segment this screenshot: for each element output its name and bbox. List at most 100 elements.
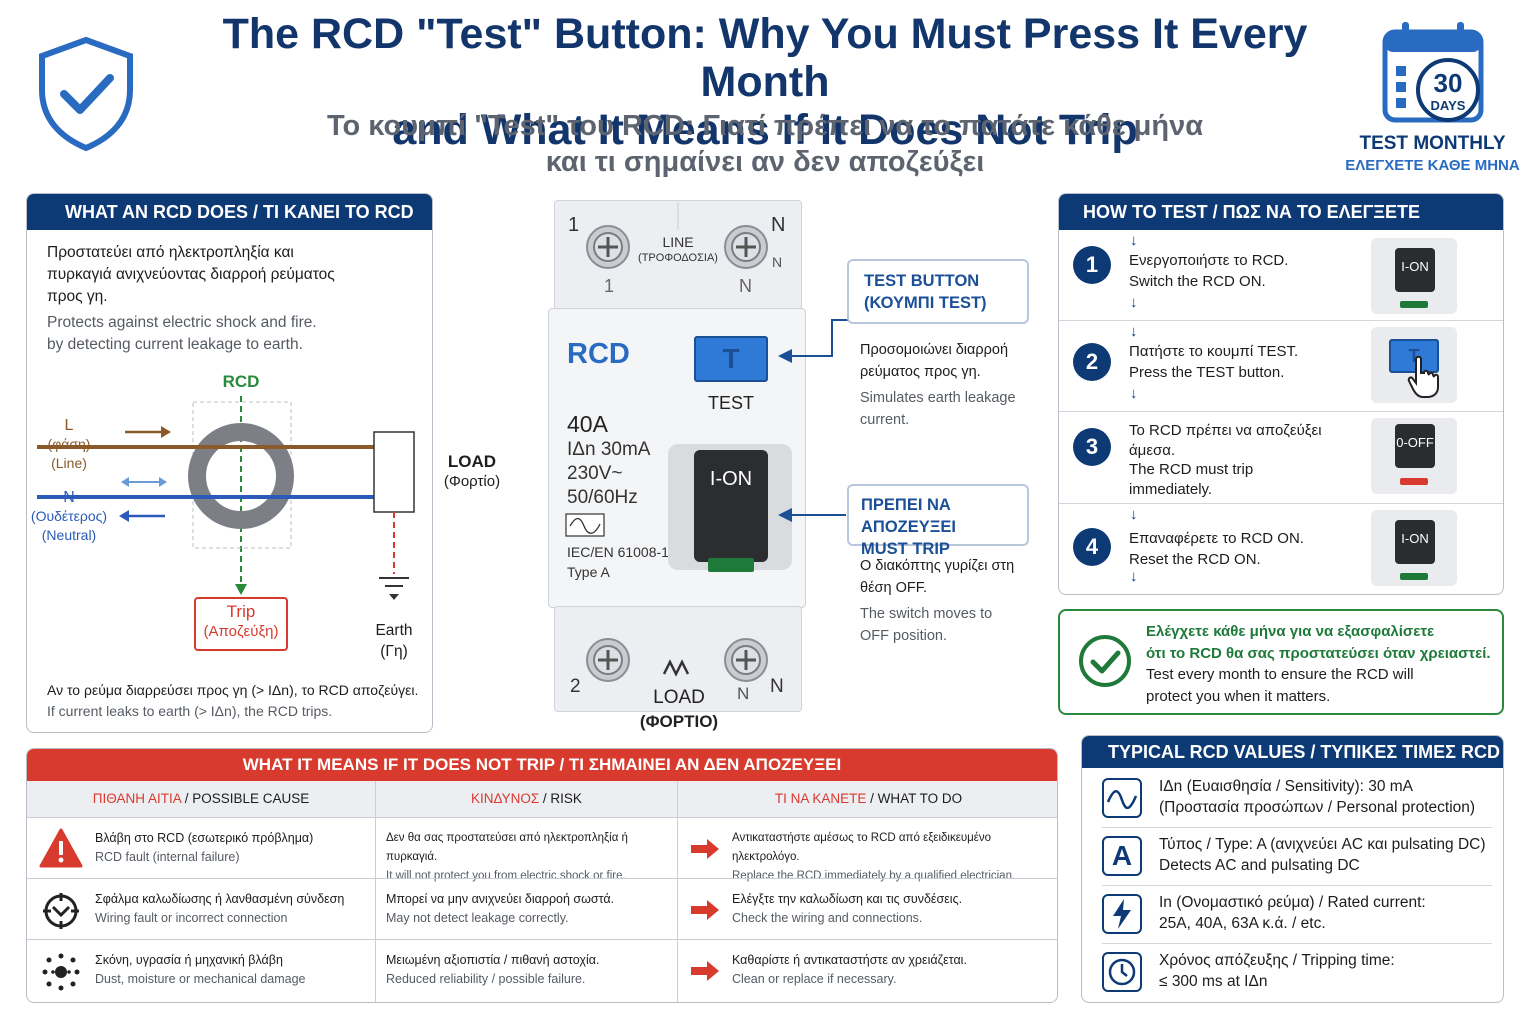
- step-1-switch: I-ON: [1395, 248, 1435, 292]
- value-current-l2: 25A, 40A, 63A κ.ά. / etc.: [1159, 915, 1326, 932]
- trip-callout-title-2: MUST TRIP: [861, 540, 950, 558]
- what-rcd-does-heading: WHAT AN RCD DOES / ΤΙ ΚΑΝΕΙ ΤΟ RCD: [27, 194, 432, 230]
- device-standard: IEC/EN 61008-1 Type A: [567, 542, 669, 582]
- test-callout-en-2: current.: [860, 412, 910, 428]
- action-en: Clean or replace if necessary.: [732, 972, 897, 986]
- test-callout-gr-2: ρεύματος προς γη.: [860, 364, 981, 380]
- step-2-arrow-top: ↓: [1130, 323, 1138, 340]
- how-to-test-heading: HOW TO TEST / ΠΩΣ ΝΑ ΤΟ ΕΛΕΓΞΕΤΕ: [1059, 194, 1503, 230]
- typical-values-panel: TYPICAL RCD VALUES / ΤΥΠΙΚΕΣ ΤΙΜΕΣ RCD I…: [1081, 735, 1504, 1003]
- diagram-n-en: (Neutral): [41, 527, 97, 543]
- diagram-neutral-label: N (Ουδέτερος) (Neutral): [27, 488, 111, 545]
- action-gr: Αντικαταστήστε αμέσως το RCD από εξειδικ…: [732, 832, 992, 863]
- risk-gr: Μειωμένη αξιοπιστία / πιθανή αστοχία.: [386, 953, 600, 967]
- diagram-earth-label: Earth (Γη): [367, 620, 421, 662]
- step-4-indicator: [1400, 573, 1428, 580]
- test-button[interactable]: T: [694, 336, 768, 382]
- step-3-en: The RCD must trip: [1129, 461, 1254, 478]
- red-arrow-icon: [691, 961, 719, 981]
- trip-callout-en-2: OFF position.: [860, 628, 948, 644]
- action-en: Replace the RCD immediately by a qualifi…: [732, 870, 1016, 882]
- value-type-l2: Detects AC and pulsating DC: [1159, 857, 1360, 874]
- check-gr-2: ότι το RCD θα σας προστατεύσει όταν χρει…: [1146, 644, 1491, 662]
- device-sensitivity: IΔn 30mA: [567, 439, 651, 460]
- device-line-gr: (ΤΡΟΦΟΔΟΣΙΑ): [638, 252, 718, 264]
- what-en-line-1: Protects against electric shock and fire…: [47, 314, 317, 331]
- value-row-rated-current: In (Ονομαστικό ρεύμα) / Rated current: 2…: [1102, 886, 1492, 944]
- device-top-n-small: N: [772, 254, 783, 270]
- diagram-load: LOAD: [447, 452, 497, 471]
- subtitle-line-2: και τι σημαίνει αν δεν αποζεύξει: [545, 146, 985, 178]
- check-gr-1: Ελέγχετε κάθε μήνα για να εξασφαλίσετε: [1146, 623, 1435, 640]
- risk-cell: Μπορεί να μην ανιχνεύει διαρροή σωστά. M…: [376, 879, 678, 941]
- cause-en: RCD fault (internal failure): [95, 850, 240, 864]
- shield-check-icon: [39, 36, 133, 152]
- what-gr-line-1: Προστατεύει από ηλεκτροπληξία και: [47, 244, 294, 261]
- main-switch[interactable]: I-ON: [694, 450, 768, 562]
- step-1-arrow-bottom: ↓: [1130, 294, 1138, 311]
- table-row: Βλάβη στο RCD (εσωτερικό πρόβλημα) RCD f…: [27, 817, 1057, 882]
- device-rating: 40A: [567, 411, 608, 437]
- device-brand: RCD: [567, 338, 630, 370]
- does-not-trip-table: WHAT IT MEANS IF IT DOES NOT TRIP / ΤΙ Σ…: [26, 748, 1058, 1003]
- what-footer: Αν το ρεύμα διαρρεύσει προς γη (> IΔn), …: [47, 680, 418, 722]
- screw-top-right: [724, 225, 768, 269]
- pointing-hand-icon: [1407, 355, 1439, 398]
- test-callout-title-2: (ΚΟΥΜΠΙ TEST): [864, 294, 987, 312]
- step-2: ↓ 2 Πατήστε το κουμπί TEST. Press the TE…: [1059, 321, 1503, 412]
- wiring-icon: [43, 893, 79, 929]
- cause-cell: Σφάλμα καλωδίωσης ή λανθασμένη σύνδεση W…: [95, 879, 376, 941]
- col-head-cause-gr: ΠΙΘΑΝΗ ΑΙΤΙΑ: [92, 791, 181, 806]
- value-time-text: Χρόνος απόζευξης / Tripping time: ≤ 300 …: [1159, 950, 1395, 992]
- cause-cell: Βλάβη στο RCD (εσωτερικό πρόβλημα) RCD f…: [95, 818, 376, 880]
- device-ratings: 40A IΔn 30mA 230V~ 50/60Hz: [567, 410, 650, 510]
- what-foot-gr: Αν το ρεύμα διαρρεύσει προς γη (> IΔn), …: [47, 682, 419, 698]
- screw-bottom-right: [724, 638, 768, 682]
- title-line-1: The RCD "Test" Button: Why You Must Pres…: [222, 10, 1308, 106]
- red-arrow-icon: [691, 839, 719, 859]
- what-gr-line-2: πυρκαγιά ανιχνεύοντας διαρροή ρεύματος: [47, 266, 335, 283]
- step-4-arrow-top: ↓: [1130, 506, 1138, 523]
- step-3-text: Το RCD πρέπει να αποζεύξει άμεσα. The RC…: [1129, 421, 1322, 499]
- test-button-letter: T: [722, 343, 740, 374]
- calendar-icon: [1382, 22, 1484, 123]
- trip-callout-title-1: ΠΡΕΠΕΙ ΝΑ ΑΠΟΖΕΥΞΕΙ: [861, 496, 956, 536]
- red-arrow-icon: [691, 900, 719, 920]
- trip-callout-gr-1: Ο διακόπτης γυρίζει στη: [860, 558, 1015, 574]
- value-current-l1: In (Ονομαστικό ρεύμα) / Rated current:: [1159, 894, 1426, 911]
- diagram-earth: Earth: [375, 622, 413, 639]
- what-gr-text: Προστατεύει από ηλεκτροπληξία και πυρκαγ…: [47, 242, 335, 308]
- value-type-text: Τύπος / Type: A (ανιχνεύει AC και pulsat…: [1159, 834, 1486, 876]
- device-top-sub-1: 1: [604, 276, 615, 296]
- col-head-risk-en: / RISK: [539, 791, 582, 806]
- test-label: TEST: [707, 393, 754, 413]
- action-gr: Καθαρίστε ή αντικαταστήστε αν χρειάζεται…: [732, 953, 967, 967]
- step-4: ↓ 4 Επαναφέρετε το RCD ON. Reset the RCD…: [1059, 504, 1503, 594]
- risk-gr: Μπορεί να μην ανιχνεύει διαρροή σωστά.: [386, 892, 615, 906]
- step-1-text: Ενεργοποιήστε το RCD. Switch the RCD ON.: [1129, 250, 1288, 292]
- step-4-thumbnail: I-ON: [1371, 510, 1457, 586]
- value-row-sensitivity: IΔn (Ευαισθησία / Sensitivity): 30 mA (Π…: [1102, 770, 1492, 828]
- step-3-number: 3: [1073, 428, 1111, 466]
- action-cell: Αντικαταστήστε αμέσως το RCD από εξειδικ…: [732, 818, 1057, 882]
- trip-callout-en-1: The switch moves to: [860, 606, 993, 622]
- title-line-2: and What It Means If It Does Not Trip: [392, 106, 1138, 154]
- diagram-load-gr: (Φορτίο): [443, 473, 501, 490]
- test-callout-gr-1: Προσομοιώνει διαρροή: [860, 342, 1009, 358]
- trip-callout-text: Ο διακόπτης γυρίζει στη θέση OFF. The sw…: [860, 555, 1014, 647]
- subtitle-line-1: Το κουμπί "Test" του RCD: Γιατί πρέπει ν…: [326, 110, 1204, 142]
- step-3-gr: Το RCD πρέπει να αποζεύξει: [1129, 422, 1322, 439]
- diagram-trip-label: Trip (Αποζεύξη): [195, 602, 287, 642]
- step-1: ↓ 1 Ενεργοποιήστε το RCD. Switch the RCD…: [1059, 230, 1503, 321]
- step-3: 3 Το RCD πρέπει να αποζεύξει άμεσα. The …: [1059, 412, 1503, 504]
- action-en: Check the wiring and connections.: [732, 911, 923, 925]
- screw-top-left: [586, 225, 630, 269]
- page-title: The RCD "Test" Button: Why You Must Pres…: [160, 10, 1370, 154]
- dust-icon: [42, 953, 80, 991]
- test-callout-title-1: TEST BUTTON: [864, 272, 980, 290]
- device-freq: 50/60Hz: [567, 487, 638, 508]
- page-subtitle: Το κουμπί "Test" του RCD: Γιατί πρέπει ν…: [240, 108, 1290, 180]
- on-indicator: [708, 558, 754, 572]
- value-sensitivity-l1: IΔn (Ευαισθησία / Sensitivity): 30 mA: [1159, 778, 1414, 795]
- step-1-arrow-top: ↓: [1130, 232, 1138, 249]
